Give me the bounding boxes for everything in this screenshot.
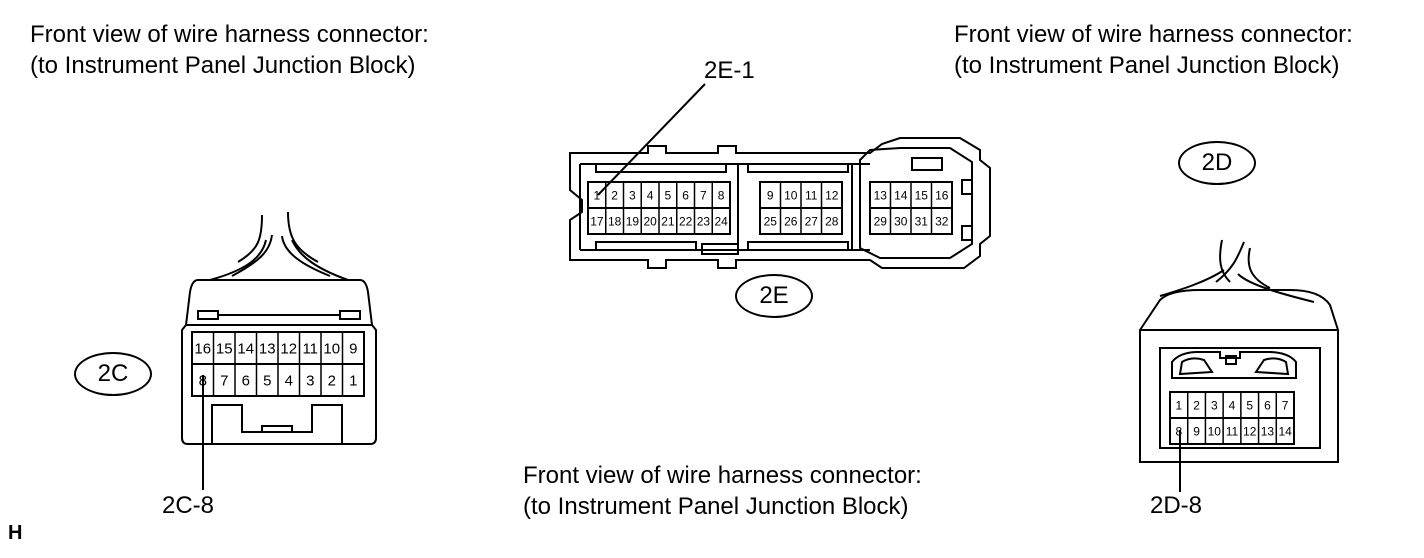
connector-2c-pin-1: 1 bbox=[349, 372, 357, 389]
connector-2d-body bbox=[1139, 239, 1339, 463]
connector-2c-pin-10: 10 bbox=[323, 340, 340, 357]
connector-2e-pin-6: 6 bbox=[682, 188, 689, 202]
connector-2e-pin-25: 25 bbox=[764, 214, 778, 228]
connector-2d-pin-5: 5 bbox=[1246, 398, 1253, 412]
caption-2d-line1: Front view of wire harness connector: bbox=[954, 21, 1353, 48]
connector-2e-pin-3: 3 bbox=[629, 188, 636, 202]
connector-2d-pin-9: 9 bbox=[1193, 424, 1200, 438]
caption-2e-line1: Front view of wire harness connector: bbox=[523, 462, 922, 489]
connector-2e-pin-15: 15 bbox=[915, 188, 929, 202]
connector-2e-pin-20: 20 bbox=[643, 214, 657, 228]
caption-2d: Front view of wire harness connector: (t… bbox=[954, 19, 1353, 81]
connector-2e-pin-17: 17 bbox=[590, 214, 604, 228]
connector-2c-pin-5: 5 bbox=[263, 372, 271, 389]
connector-2d-pin-12: 12 bbox=[1243, 424, 1257, 438]
connector-2e-pin-5: 5 bbox=[665, 188, 672, 202]
caption-2c-line2: (to Instrument Panel Junction Block) bbox=[30, 52, 416, 79]
connector-2c-pin-7: 7 bbox=[220, 372, 228, 389]
connector-2d-pin-3: 3 bbox=[1211, 398, 1218, 412]
connector-2d-oval: 2D bbox=[1178, 141, 1256, 185]
connector-2e-pin-27: 27 bbox=[805, 214, 819, 228]
caption-2e-line2: (to Instrument Panel Junction Block) bbox=[523, 493, 909, 520]
connector-2e-pin-4: 4 bbox=[647, 188, 654, 202]
connector-2d-pin-13: 13 bbox=[1261, 424, 1275, 438]
connector-2d-pin-7: 7 bbox=[1282, 398, 1289, 412]
connector-2e-pin-7: 7 bbox=[700, 188, 707, 202]
connector-2e-pin-28: 28 bbox=[825, 214, 839, 228]
connector-2d-pin-1: 1 bbox=[1176, 398, 1183, 412]
callout-2c-8: 2C-8 bbox=[162, 492, 215, 519]
connector-2d-pin-14: 14 bbox=[1278, 424, 1292, 438]
connector-2e-pin-22: 22 bbox=[679, 214, 693, 228]
connector-2e-pin-23: 23 bbox=[697, 214, 711, 228]
connector-2c-pin-8: 8 bbox=[199, 372, 207, 389]
connector-2e-pin-9: 9 bbox=[767, 188, 774, 202]
caption-2c-line1: Front view of wire harness connector: bbox=[30, 21, 429, 48]
connector-2c-pin-15: 15 bbox=[216, 340, 233, 357]
connector-2d-pin-2: 2 bbox=[1193, 398, 1200, 412]
connector-2d-id: 2D bbox=[1201, 149, 1233, 176]
connector-2d-pin-10: 10 bbox=[1208, 424, 1222, 438]
caption-2d-line2: (to Instrument Panel Junction Block) bbox=[954, 52, 1340, 79]
caption-2e: Front view of wire harness connector: (t… bbox=[523, 460, 922, 522]
connector-2c-pin-11: 11 bbox=[302, 340, 318, 357]
leader-2e-1 bbox=[597, 83, 706, 196]
connector-2e-pin-29: 29 bbox=[874, 214, 888, 228]
connector-2c-pin-12: 12 bbox=[280, 340, 297, 357]
connector-2e-pin-31: 31 bbox=[915, 214, 929, 228]
connector-2c-pin-14: 14 bbox=[237, 340, 254, 357]
connector-2e-pin-12: 12 bbox=[825, 188, 839, 202]
connector-2e-pin-26: 26 bbox=[784, 214, 798, 228]
connector-2e-pin-32: 32 bbox=[935, 214, 949, 228]
connector-2c-pin-16: 16 bbox=[194, 340, 211, 357]
callout-2d-8: 2D-8 bbox=[1150, 492, 1203, 519]
connector-2e-pin-30: 30 bbox=[894, 214, 908, 228]
connector-2c-pin-13: 13 bbox=[259, 340, 276, 357]
connector-2c-pin-2: 2 bbox=[328, 372, 336, 389]
connector-2e-pin-13: 13 bbox=[874, 188, 888, 202]
connector-2e-pin-8: 8 bbox=[718, 188, 725, 202]
connector-2c-oval: 2C bbox=[74, 352, 152, 396]
connector-2e-pin-10: 10 bbox=[784, 188, 798, 202]
connector-2c-body bbox=[181, 211, 377, 445]
connector-2e-pin-1: 1 bbox=[594, 188, 601, 202]
connector-2c-pin-9: 9 bbox=[349, 340, 357, 357]
connector-2e-oval: 2E bbox=[735, 274, 813, 318]
caption-2c: Front view of wire harness connector: (t… bbox=[30, 19, 429, 81]
connector-2e-pin-2: 2 bbox=[611, 188, 618, 202]
connector-2e-id: 2E bbox=[759, 282, 789, 309]
connector-2e-pin-14: 14 bbox=[894, 188, 908, 202]
connector-2c-pin-4: 4 bbox=[285, 372, 293, 389]
connector-2c-pin-3: 3 bbox=[306, 372, 314, 389]
connector-2e-pin-18: 18 bbox=[608, 214, 622, 228]
callout-2e-1: 2E-1 bbox=[704, 57, 755, 84]
connector-2e-pin-21: 21 bbox=[661, 214, 675, 228]
connector-2e-pin-24: 24 bbox=[714, 214, 728, 228]
connector-2d-pin-8: 8 bbox=[1176, 424, 1183, 438]
connector-2c-id: 2C bbox=[97, 360, 129, 387]
connector-2c-pin-6: 6 bbox=[242, 372, 250, 389]
connector-2e-pin-16: 16 bbox=[935, 188, 949, 202]
connector-2d-pin-4: 4 bbox=[1229, 398, 1236, 412]
corner-mark: H bbox=[8, 522, 23, 544]
connector-2d-pin-11: 11 bbox=[1226, 424, 1239, 438]
connector-2d-pin-6: 6 bbox=[1264, 398, 1271, 412]
connector-2e-pin-19: 19 bbox=[626, 214, 640, 228]
connector-2e-pin-11: 11 bbox=[805, 188, 818, 202]
